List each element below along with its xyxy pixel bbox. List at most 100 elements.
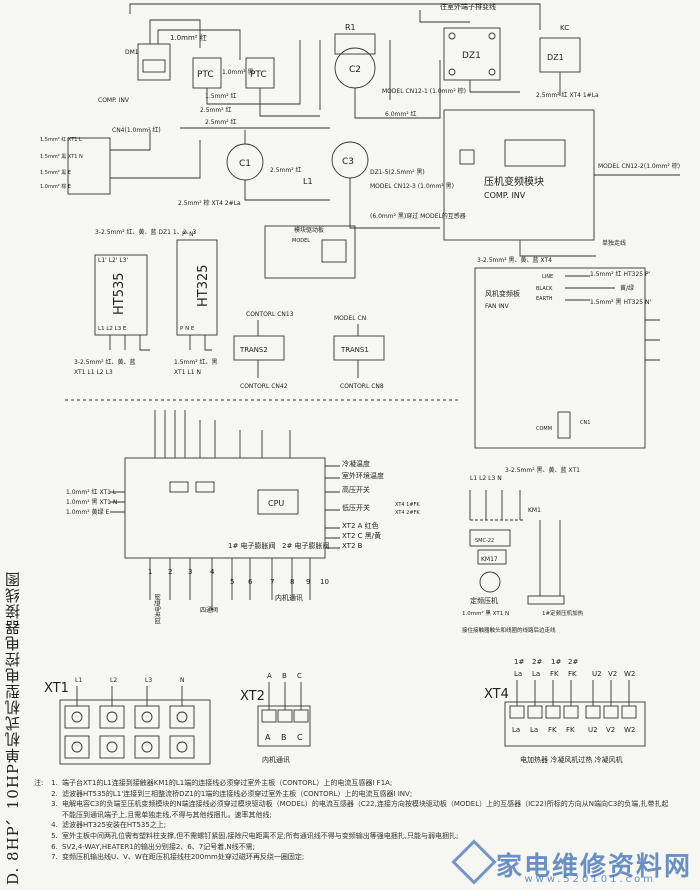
compressor-module-label: 压机变频模块 bbox=[484, 175, 544, 188]
trans-wires bbox=[257, 320, 359, 378]
trans1 bbox=[333, 335, 385, 361]
xt4-wires bbox=[516, 680, 630, 706]
notes: 注: 端子台XT1的L1连接到接触器KM1的L1端的连接线必须穿过室外主板（CO… bbox=[34, 778, 674, 863]
crank-heater-label: 1#定频压机加热 bbox=[542, 609, 584, 617]
compressor-module bbox=[443, 109, 595, 241]
outdoor-temp-label: 室外环境温度 bbox=[342, 471, 384, 480]
model-cn12-1-label: MODEL CN12-1 (1.0mm² 棕) bbox=[382, 87, 466, 95]
r1-label: R1 bbox=[345, 23, 356, 32]
wire-1-0-black-label: 1.0mm² 黑 bbox=[222, 69, 254, 76]
fixed-compressor bbox=[479, 571, 501, 593]
svg-text:La: La bbox=[532, 670, 540, 678]
module-drive-board bbox=[264, 225, 356, 279]
single-terminal-label: 单独走线 bbox=[602, 239, 626, 247]
ht325-filter bbox=[176, 239, 218, 336]
at4-1-label: XT4 1#FK bbox=[395, 502, 420, 508]
note-item: SV2,4-WAY,HEATER1的输出分别接2、6、7记号着,N线不需; bbox=[60, 842, 674, 853]
xt1-label-l1: L1 bbox=[75, 677, 82, 684]
svg-text:3: 3 bbox=[188, 568, 192, 576]
label-3-25-dz1: 3-2.5mm² 红、黄、蓝 DZ1 1、2、3 bbox=[95, 228, 197, 236]
svg-text:V2: V2 bbox=[606, 726, 615, 734]
model-cn-label: MODEL CN bbox=[334, 315, 366, 322]
wire-label-1: 1.5mm² 红 XT1 L bbox=[40, 136, 82, 143]
ptc-1-label: PTC bbox=[197, 70, 214, 80]
fixed-comp-label: 定频压机 bbox=[470, 596, 498, 605]
xt4-top-labels: La La FK FK U2 V2 W2 bbox=[514, 670, 635, 678]
model-cn12-2-label: MODEL CN12-2(1.0mm² 棕) bbox=[598, 162, 680, 170]
km17-block bbox=[477, 549, 507, 565]
fan-black-label: BLACK bbox=[536, 286, 553, 292]
wire-2-5-brown-label: 2.5mm² 棕 XT4 2#La bbox=[178, 199, 241, 207]
dz1-label: DZ1 bbox=[462, 51, 481, 61]
xt4-num-2: 2# bbox=[532, 658, 542, 666]
ptc-wire-2 bbox=[259, 88, 320, 117]
svg-text:V2: V2 bbox=[608, 670, 617, 678]
xt2-label-b: B bbox=[282, 672, 287, 680]
wire-1-0-red-label: 1.0mm² 红 bbox=[170, 33, 207, 42]
ht325-xt1-b-label: XT1 L1 N bbox=[174, 369, 201, 376]
xt1-title: XT1 bbox=[44, 681, 69, 696]
xt4-num-1: 1# bbox=[514, 658, 524, 666]
note-item: 滤波器HT325安装在HT535之上; bbox=[60, 820, 674, 831]
ht535-label: HT535 bbox=[112, 272, 127, 315]
svg-text:6: 6 bbox=[248, 578, 253, 586]
xt2-c-label: XT2 C 黑/黄 bbox=[342, 531, 381, 540]
ht535-bottom-label: L1 L2 L3 E bbox=[98, 326, 127, 332]
trans1-label: TRANS1 bbox=[340, 346, 369, 354]
wire-label-2: 1.5mm² 黑 XT1 N bbox=[40, 154, 83, 160]
xt2-caption: 内机通讯 bbox=[262, 755, 290, 764]
xt1-label: XT1 L1 L2 L3 bbox=[74, 369, 113, 376]
l1l2l3-label: L1 L2 L3 N bbox=[470, 475, 502, 482]
crank-heater bbox=[527, 595, 565, 605]
svg-text:W2: W2 bbox=[624, 670, 635, 678]
xt1-label-l2: L2 bbox=[110, 677, 117, 684]
wire-6-0-red-label: 6.0mm² 红 bbox=[385, 110, 417, 118]
terminal-wire-a bbox=[110, 130, 151, 151]
relay-block bbox=[137, 43, 171, 81]
xt4-screws bbox=[509, 705, 637, 719]
svg-text:FK: FK bbox=[550, 670, 559, 678]
svg-text:W2: W2 bbox=[624, 726, 635, 734]
l1-label: L1 bbox=[303, 177, 313, 186]
cpu-main-board bbox=[124, 457, 326, 559]
watermark-text: 家电维修资料网 bbox=[495, 852, 692, 882]
km1-label: KM1 bbox=[528, 507, 541, 514]
km17-label: KM17 bbox=[481, 556, 498, 563]
svg-text:5: 5 bbox=[230, 578, 234, 586]
c2-wires bbox=[319, 40, 391, 110]
cpu-xt1-n-label: 1.0mm² 黑 XT1 N bbox=[66, 499, 117, 506]
xt4-wire-label: 3-2.5mm² 黑、黄、蓝 XT4 bbox=[477, 256, 552, 264]
wire-label-3: 1.5mm² 黑 E bbox=[40, 170, 71, 176]
dz1-term-2 bbox=[488, 32, 496, 40]
relay-label: DM1 bbox=[125, 49, 139, 56]
model-cn12-3-label: MODEL CN12-3 (1.0mm² 黑) bbox=[370, 183, 454, 190]
comp-inv-name: COMP. INV bbox=[484, 191, 526, 200]
svg-text:FK: FK bbox=[568, 670, 577, 678]
xt4-caption: 电加热器 冷凝风机过热 冷凝风机 bbox=[520, 755, 622, 764]
note-item: 室外主板中间两孔位需有塑料柱支撑,但不需螺钉紧固,接除尺电距离不足;所有通讯线不… bbox=[60, 831, 674, 842]
xt2-label-c: C bbox=[297, 672, 302, 680]
wire-2-5-red-b-label: 2.5mm² 红 bbox=[205, 118, 237, 126]
svg-text:U2: U2 bbox=[588, 726, 598, 734]
xt2-screws bbox=[261, 709, 309, 723]
cpu-chip bbox=[257, 489, 299, 515]
xt1-label-n: N bbox=[180, 677, 185, 684]
comp-inv-cn4-label: CN4(1.0mm² 红) bbox=[112, 126, 161, 134]
xt1-label-l3: L3 bbox=[145, 677, 152, 684]
xt4-num-4: 2# bbox=[568, 658, 578, 666]
dz1-term-1 bbox=[448, 32, 456, 40]
ht325-label: HT325 bbox=[196, 264, 211, 307]
notes-label: 注: bbox=[34, 779, 44, 787]
svg-text:1: 1 bbox=[148, 568, 152, 576]
xt2-bottom-a: A bbox=[265, 733, 271, 742]
cn8-label: CONTORL CN8 bbox=[340, 383, 384, 390]
compressor-module-inner bbox=[504, 139, 566, 167]
wire-2-5-red-c-label: 2.5mm² 红 bbox=[270, 166, 302, 174]
cpu-left-wires bbox=[110, 491, 125, 513]
svg-text:2: 2 bbox=[168, 568, 172, 576]
ht325-bottom-label: P N E bbox=[180, 326, 195, 332]
model-label: MODEL bbox=[292, 238, 310, 244]
fan-cn1 bbox=[557, 411, 571, 439]
cn42-label: CONTORL CN42 bbox=[240, 383, 288, 390]
